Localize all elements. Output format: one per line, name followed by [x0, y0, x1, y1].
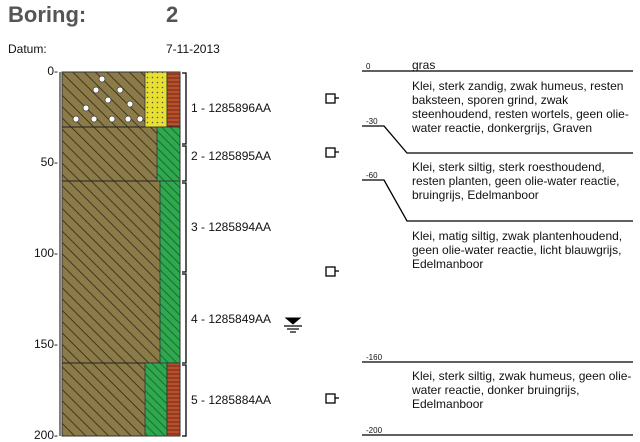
- brick-column: [166, 71, 181, 128]
- green-column: [156, 126, 181, 182]
- boring-number: 2: [166, 2, 179, 27]
- layer-depth-label: -60: [366, 171, 378, 180]
- green-column: [144, 362, 168, 437]
- sample-label: 2 - 1285895AA: [191, 149, 272, 163]
- layer-description: Klei, matig siltig, zwak plantenhoudend,…: [412, 229, 623, 271]
- sample-brackets: [182, 72, 187, 437]
- groundwater-level-icon: [284, 317, 302, 333]
- sample-label: 3 - 1285894AA: [191, 220, 272, 234]
- layer-name: gras: [412, 58, 436, 72]
- layer-dividers: [362, 70, 633, 436]
- page-title: Boring:: [8, 2, 87, 27]
- date-label: Datum:: [8, 42, 47, 56]
- green-column: [159, 180, 181, 364]
- filter-symbols: [325, 93, 339, 404]
- layer-depth-label: -30: [366, 117, 378, 126]
- sample-label: 4 - 1285849AA: [191, 312, 272, 326]
- sample-label: 1 - 1285896AA: [191, 101, 272, 115]
- sand-column: [144, 71, 168, 128]
- depth-tick-label: 0-: [47, 64, 58, 78]
- sample-label: 5 - 1285884AA: [191, 393, 272, 407]
- layer-depth-label: 0: [366, 62, 371, 71]
- layer-depth-label: -200: [366, 426, 383, 435]
- depth-tick-label: 50-: [40, 155, 58, 169]
- layer-description: Klei, sterk siltig, zwak humeus, geen ol…: [412, 369, 632, 411]
- gravel-symbols: [72, 75, 144, 123]
- depth-tick-label: 100-: [33, 246, 58, 260]
- depth-tick-label: 150-: [33, 337, 58, 351]
- layer-description: Klei, sterk zandig, zwak humeus, resten …: [412, 79, 629, 135]
- depth-tick-label: 200-: [33, 428, 58, 442]
- date-value: 7-11-2013: [166, 42, 220, 56]
- layer-description: Klei, sterk siltig, sterk roesthoudend, …: [412, 160, 620, 202]
- layer-depth-label: -160: [366, 353, 383, 362]
- brick-column: [166, 362, 181, 437]
